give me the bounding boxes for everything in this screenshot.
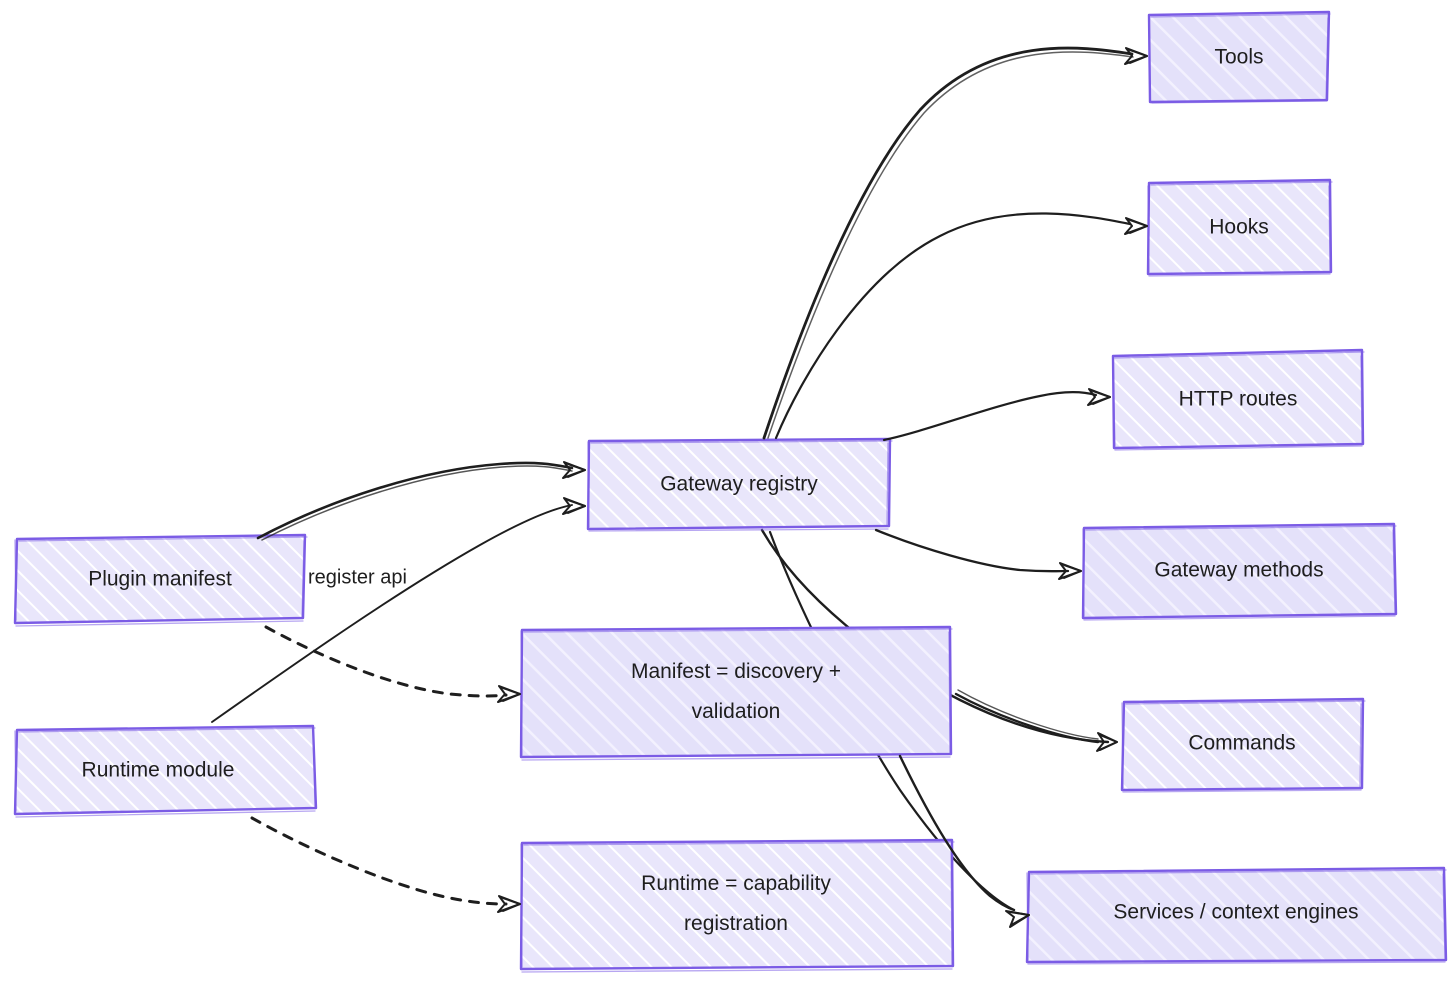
node-manifest-note-shape	[519, 625, 953, 759]
edge-runtime-module-to-runtime-note-path	[250, 816, 508, 906]
arrowhead-to-gateway-registry-top-inner	[567, 463, 586, 478]
edge-gateway-registry-to-gateway-methods-path	[874, 528, 1070, 573]
edge-plugin-manifest-to-manifest-note[interactable]	[264, 625, 521, 703]
edge-runtime-module-to-gateway-registry-path	[211, 504, 573, 723]
node-gateway-methods-label: Gateway methods	[1154, 559, 1323, 582]
edge-gateway-registry-to-hooks-path	[774, 212, 1132, 440]
arrowhead-to-hooks-inner	[1129, 219, 1148, 234]
node-hooks-shape-sketch	[1147, 181, 1333, 277]
node-gateway-methods-shape-sketch	[1082, 525, 1397, 621]
node-plugin-manifest[interactable]: Plugin manifest	[13, 533, 308, 627]
edge-gateway-registry-to-gateway-methods[interactable]	[874, 528, 1082, 580]
node-tools[interactable]: Tools	[1147, 10, 1331, 104]
edge-gateway-registry-to-http-routes-path	[882, 391, 1098, 442]
edge-gateway-registry-to-commands-path2	[957, 689, 1099, 740]
node-gateway-methods[interactable]: Gateway methods	[1081, 522, 1398, 621]
edge-gateway-registry-to-tools[interactable]	[762, 46, 1148, 440]
edge-gateway-registry-to-services[interactable]	[898, 754, 1030, 928]
node-hooks-label: Hooks	[1209, 216, 1269, 239]
node-plugin-manifest-label: Plugin manifest	[88, 568, 232, 591]
edge-gateway-registry-to-hooks[interactable]	[774, 212, 1148, 440]
node-hooks[interactable]: Hooks	[1146, 178, 1333, 277]
node-http-routes[interactable]: HTTP routes	[1111, 348, 1365, 451]
edge-gateway-registry-to-services-path	[898, 754, 1016, 912]
node-runtime-note-shape	[519, 838, 955, 971]
edge-plugin-manifest-to-gateway-registry-path	[256, 461, 574, 540]
node-http-routes-shape-sketch	[1112, 351, 1365, 451]
node-runtime-module-label: Runtime module	[82, 759, 235, 782]
node-gateway-registry-shape-sketch	[587, 440, 893, 532]
node-commands[interactable]: Commands	[1120, 697, 1366, 793]
node-http-routes-label: HTTP routes	[1179, 388, 1298, 411]
node-services-label: Services / context engines	[1113, 901, 1358, 924]
node-manifest-note-label: Manifest = discovery +validation	[631, 660, 841, 723]
edge-label-register-api: register api	[308, 566, 407, 588]
edge-runtime-module-to-gateway-registry[interactable]	[211, 497, 586, 723]
node-manifest-note[interactable]: Manifest = discovery +validation	[519, 625, 953, 761]
arrowhead-to-runtime-note-inner	[502, 897, 521, 912]
node-http-routes-shape	[1111, 348, 1365, 450]
edge-gateway-registry-to-tools-path2	[767, 51, 1134, 439]
node-gateway-registry[interactable]: Gateway registry	[586, 437, 893, 532]
arrowhead-to-manifest-note-inner	[502, 687, 521, 702]
node-tools-shape-sketch	[1148, 13, 1331, 104]
arrowhead-to-gateway-methods-inner	[1063, 564, 1082, 579]
node-commands-label: Commands	[1188, 732, 1295, 755]
node-gateway-registry-label: Gateway registry	[660, 473, 818, 496]
edge-gateway-registry-to-http-routes[interactable]	[882, 388, 1111, 442]
edge-plugin-manifest-to-gateway-registry-path2	[261, 465, 573, 541]
edge-gateway-registry-to-tools-path	[762, 46, 1134, 440]
arrowhead-to-gateway-registry-bottom-inner	[567, 499, 586, 514]
edge-plugin-manifest-to-manifest-note-path	[264, 625, 508, 698]
node-manifest-note-shape-sketch	[520, 628, 953, 761]
edge-gateway-registry-to-commands-path	[954, 692, 1100, 744]
node-services[interactable]: Services / context engines	[1025, 866, 1448, 965]
arrowhead-to-commands-inner	[1099, 734, 1118, 751]
node-runtime-module[interactable]: Runtime module	[13, 724, 318, 818]
arrowhead-to-services-inner	[1009, 911, 1030, 925]
edge-gateway-registry-to-commands[interactable]	[954, 689, 1118, 752]
edge-layer-over: register api	[211, 46, 1148, 928]
arrowhead-to-http-routes-inner	[1092, 390, 1111, 405]
node-runtime-module-shape-sketch	[14, 727, 316, 818]
node-tools-label: Tools	[1214, 46, 1263, 69]
edge-plugin-manifest-to-gateway-registry[interactable]	[256, 461, 586, 541]
edge-runtime-module-to-runtime-note[interactable]	[250, 816, 521, 913]
node-commands-shape-sketch	[1121, 700, 1366, 793]
node-layer: Tools Hooks HTTP routes Gateway methods	[13, 10, 1448, 973]
node-services-shape-sketch	[1026, 869, 1447, 965]
node-plugin-manifest-shape-sketch	[14, 536, 308, 627]
node-runtime-note-shape-sketch	[520, 841, 955, 973]
arrowhead-to-tools-inner	[1129, 49, 1148, 64]
